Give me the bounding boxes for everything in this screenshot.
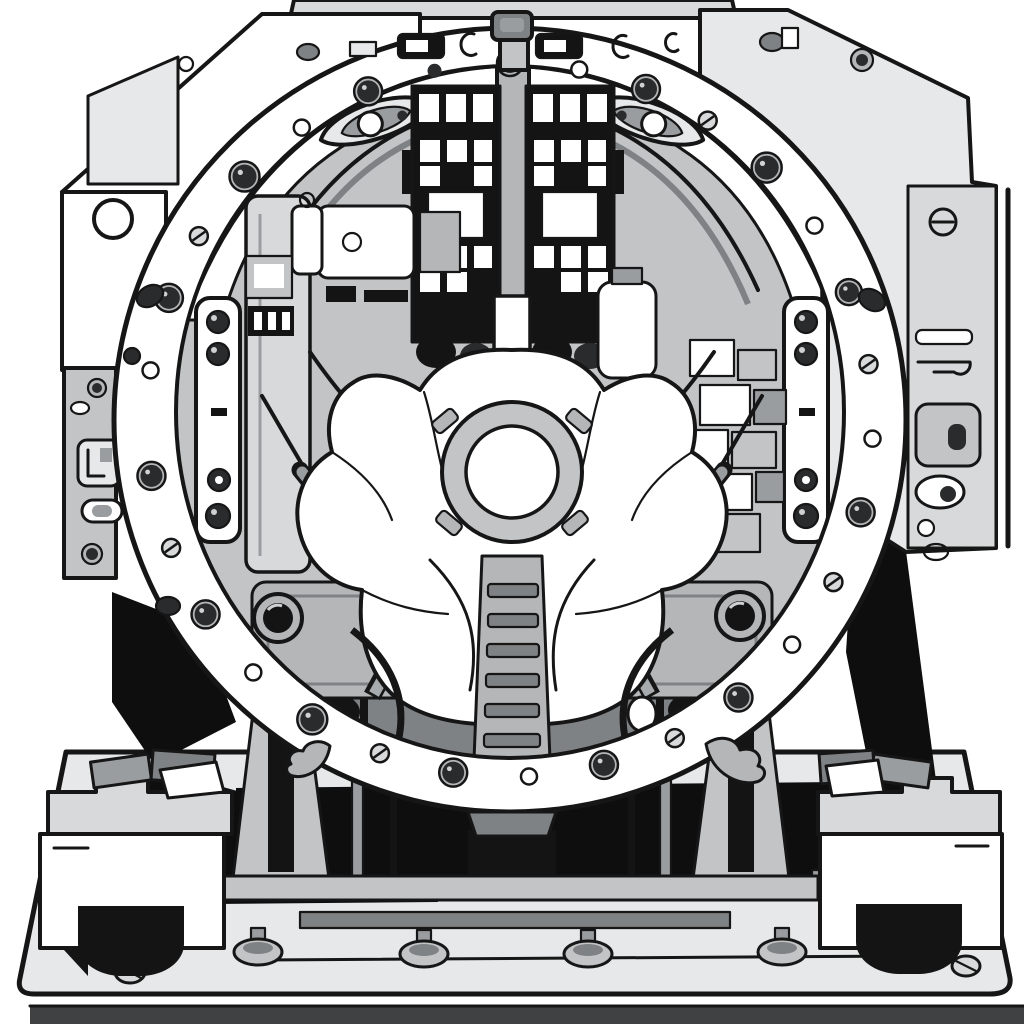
flange-bolt	[361, 85, 367, 90]
right-bolt-bracket	[782, 296, 830, 544]
flange-bolt	[140, 464, 163, 487]
bolt-slot	[861, 358, 876, 370]
bolt-slot	[191, 230, 206, 242]
left-rail-screw-top	[86, 377, 108, 399]
bolt-slot	[667, 732, 682, 744]
floor-strip	[28, 1004, 1024, 1024]
rubber-pad	[77, 906, 185, 976]
flange-bolt	[843, 286, 848, 291]
flange-bolt	[141, 361, 160, 380]
flange-bolt	[805, 216, 824, 235]
flange-bolt	[634, 77, 657, 100]
left-rail-latch	[76, 438, 122, 488]
flange-top-clips	[295, 26, 800, 62]
hoses	[349, 558, 675, 743]
flange-bolt	[592, 753, 615, 776]
flange-bolt	[292, 118, 312, 137]
flange-bolts	[136, 48, 882, 788]
right-port-oval	[914, 474, 966, 510]
leveling-foot	[562, 928, 614, 969]
flange-bolt	[838, 282, 859, 303]
leveling-foot	[398, 928, 450, 969]
bolt-slot	[164, 542, 179, 554]
flange-bolt	[849, 501, 872, 524]
panel-hole	[92, 198, 134, 240]
bolt-slot	[826, 576, 841, 588]
left-round-port	[252, 592, 304, 644]
shoulder-screw-left	[177, 55, 195, 73]
flange-bolt	[194, 603, 217, 626]
flange-bolt	[305, 712, 311, 718]
flange-bolt	[754, 155, 779, 180]
left-rail-screw-bottom	[80, 542, 104, 566]
flange-bolt	[727, 686, 750, 709]
flange-hardware	[122, 10, 887, 838]
base-corner-screw-right	[950, 954, 982, 978]
right-machinery-cluster	[596, 266, 788, 554]
flange-bolt	[854, 506, 860, 511]
rubber-pad	[856, 904, 962, 974]
clamp-cap	[158, 760, 226, 800]
flange-bolt	[732, 691, 738, 697]
leveling-foot	[756, 926, 808, 967]
flange-bolt	[427, 63, 442, 78]
flange-bolt	[357, 80, 380, 103]
bolt-slot	[700, 115, 715, 127]
ladder-column	[472, 554, 552, 758]
right-foot-assembly	[816, 748, 1004, 974]
flange-bottom-tab	[466, 810, 558, 838]
center-block	[468, 830, 556, 878]
left-foot-assembly	[38, 748, 234, 976]
flange-knobs	[122, 283, 887, 785]
left-bolt-bracket	[194, 296, 242, 544]
flange-bolt	[597, 758, 603, 764]
right-side-rail	[914, 328, 982, 562]
flange-bolt	[759, 160, 766, 167]
bolt-slot	[372, 747, 387, 759]
shoulder-screw-right	[849, 47, 875, 73]
flange-bolt	[519, 767, 539, 786]
clamp-cylinder	[88, 752, 154, 790]
right-round-port	[714, 590, 766, 642]
hub	[431, 400, 593, 544]
flange-bolt	[639, 82, 645, 88]
left-side-rail	[62, 366, 124, 580]
support-legs	[230, 686, 792, 888]
flange-bolt	[199, 608, 205, 614]
left-rail-capsule	[80, 498, 124, 524]
right-oval-port	[590, 95, 706, 147]
flange-bolt	[244, 663, 263, 682]
flange-bolt	[863, 429, 882, 448]
slot-screw-right	[928, 207, 958, 237]
flange-bolt	[300, 707, 325, 732]
flange-bolt	[446, 766, 452, 772]
flange-bolt	[145, 469, 151, 475]
flange-bolt	[782, 635, 802, 654]
clamp-cap	[824, 758, 886, 798]
flange-bolt	[232, 164, 257, 189]
flange-bolt	[442, 761, 465, 784]
flange-bolt	[570, 60, 589, 79]
flange-bolt	[237, 169, 243, 175]
leveling-foot	[232, 926, 284, 967]
